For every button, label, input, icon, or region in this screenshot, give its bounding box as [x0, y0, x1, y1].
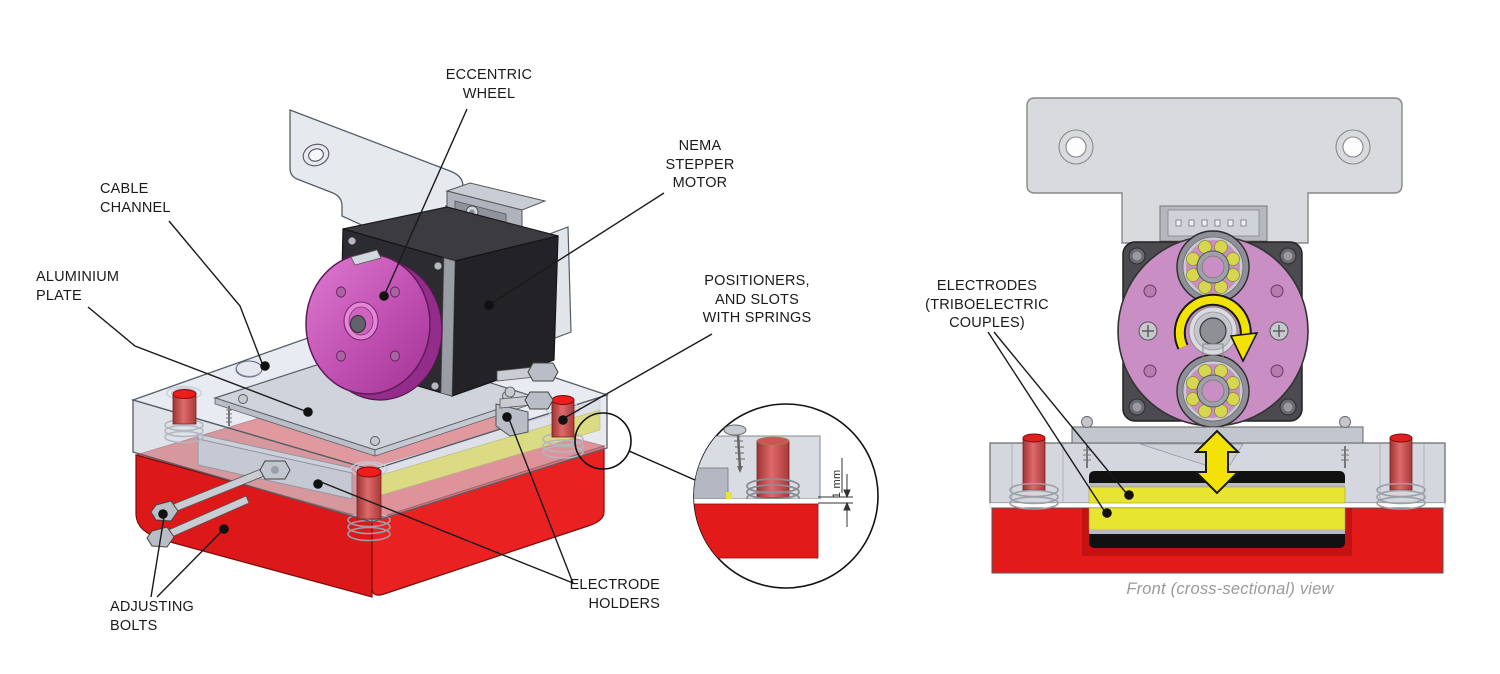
wheel-front-holes [1143, 284, 1284, 378]
adjusting-bolts [146, 460, 291, 548]
springs-front [1009, 482, 1426, 510]
label-aluminium-plate: ALUMINIUM PLATE [36, 269, 120, 304]
ball-bearing-bottom [1176, 354, 1250, 428]
connector-pins [1175, 219, 1247, 227]
electrode-holder-clamp [495, 403, 529, 437]
detail-magnifier-large-circle [693, 403, 879, 589]
label-positioners: POSITIONERS, AND SLOTS WITH SPRINGS [702, 273, 812, 326]
oscillation-arrow-icon [1193, 429, 1241, 495]
label-adjusting-bolts: ADJUSTING BOLTS [110, 599, 194, 634]
motor-bracket-front [1026, 97, 1403, 244]
label-cable-channel: CABLE CHANNEL [100, 181, 171, 216]
bracket-hole [302, 143, 330, 167]
detail-magnifier-small-circle [574, 412, 696, 481]
positioner-pins-front [1009, 433, 1426, 510]
cable-channel-notch [235, 360, 263, 378]
transparent-top-plate [130, 315, 610, 523]
label-electrodes: ELECTRODES (TRIBOELECTRIC COUPLES) [925, 278, 1049, 331]
label-nema-stepper-motor: NEMA STEPPER MOTOR [665, 138, 735, 191]
label-eccentric-wheel: ECCENTRIC WHEEL [445, 67, 533, 102]
inner-screws [1083, 446, 1349, 468]
eccentric-wheel-isometric [305, 249, 443, 401]
motor-shaft-front [1188, 306, 1238, 361]
triboelectric-stack [1088, 471, 1346, 548]
dimension-marker [818, 458, 853, 527]
leader-dots [158, 291, 1134, 534]
wheel-keyway [350, 249, 382, 266]
wheel-hub [343, 301, 379, 341]
wheel-face-holes [336, 286, 400, 362]
bracket-mounting-holes [1058, 129, 1371, 165]
wheel-front-screws [1138, 321, 1289, 341]
spring-screw [226, 406, 232, 426]
view-caption: Front (cross-sectional) view [1126, 580, 1334, 598]
leader-lines [87, 108, 1128, 598]
faceplate-corner-holes [1128, 247, 1297, 416]
label-gap-dimension: 1 mm [830, 469, 843, 499]
detail-screw [723, 424, 747, 473]
positioner-screws-right [496, 362, 559, 410]
strip-screws [1081, 416, 1351, 428]
rotation-arrow-icon [1173, 293, 1259, 363]
positioner-pins [172, 389, 575, 520]
ball-bearing-top [1176, 230, 1250, 304]
label-electrode-holders: ELECTRODE HOLDERS [569, 577, 660, 612]
